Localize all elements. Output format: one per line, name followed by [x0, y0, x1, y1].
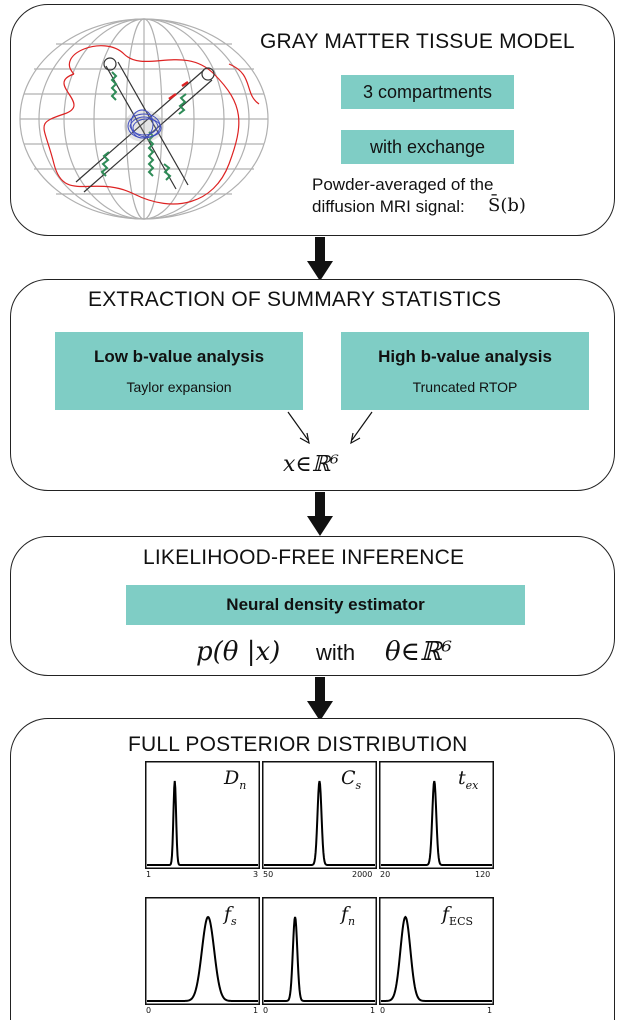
high-b-box: High b-value analysis Truncated RTOP [341, 332, 589, 410]
panel-posterior-title: FULL POSTERIOR DISTRIBUTION [128, 733, 468, 756]
estimator-label: Neural density estimator [226, 595, 425, 614]
plot-frame [262, 761, 377, 869]
low-b-title: Low b-value analysis [93, 347, 265, 366]
axis-max-label: 120 [475, 870, 491, 879]
posterior-plot-label: fECS [442, 903, 474, 928]
plot-frame [379, 897, 494, 1005]
posterior-plot-label: Cs [341, 767, 362, 792]
arrow-2 [307, 492, 333, 536]
posterior-plot-label: fs [224, 903, 237, 928]
posterior-plot-d-n [145, 761, 260, 869]
low-b-sub: Taylor expansion [126, 379, 232, 395]
inference-formula-left: p(θ |x) [196, 637, 281, 667]
plot-frame [145, 761, 260, 869]
panel-summary-statistics-title: EXTRACTION OF SUMMARY STATISTICS [88, 288, 502, 311]
arrow-3 [307, 677, 333, 721]
posterior-curve [264, 780, 375, 866]
panel-inference-title: LIKELIHOOD-FREE INFERENCE [143, 546, 465, 569]
converging-arrows [287, 411, 373, 445]
sphere-illustration [19, 18, 269, 220]
posterior-plot-label: fn [341, 903, 356, 928]
posterior-plot-f-s [145, 897, 260, 1005]
panel-tissue-model-title: GRAY MATTER TISSUE MODEL [260, 30, 575, 53]
posterior-curve [147, 915, 258, 1002]
axis-max-label: 1 [487, 1006, 493, 1015]
signal-symbol: S̄(b) [488, 195, 526, 216]
panel-posterior [10, 718, 615, 1020]
arrow-1 [307, 237, 333, 281]
signal-caption-line1: Powder-averaged of the [312, 175, 494, 194]
posterior-plot-f-n [262, 897, 377, 1005]
panel-tissue-model [10, 4, 615, 236]
posterior-plot-c-s [262, 761, 377, 869]
posterior-curve [147, 780, 258, 866]
plot-frame [145, 897, 260, 1005]
plot-frame [262, 897, 377, 1005]
posterior-curve [381, 780, 492, 866]
exchange-label: with exchange [369, 136, 486, 157]
posterior-curve [264, 916, 375, 1002]
signal-caption-line2: diffusion MRI signal: [312, 197, 465, 216]
plot-frame [379, 761, 494, 869]
estimator-box: Neural density estimator [126, 585, 525, 625]
exchange-box: with exchange [341, 130, 514, 164]
inference-formula-with: with [316, 640, 356, 665]
posterior-curve [381, 915, 492, 1002]
axis-min-label: 0 [146, 1006, 152, 1015]
summary-formula: x∈ℝ⁶ [283, 452, 339, 477]
axis-max-label: 1 [370, 1006, 376, 1015]
posterior-plot-label: tex [458, 767, 479, 792]
high-b-title: High b-value analysis [378, 347, 552, 366]
low-b-box: Low b-value analysis Taylor expansion [55, 332, 303, 410]
axis-min-label: 1 [146, 870, 152, 879]
axis-min-label: 0 [263, 1006, 269, 1015]
posterior-plot-label: Dn [224, 767, 247, 792]
inference-formula-right: θ∈ℝ⁶ [385, 637, 452, 667]
axis-min-label: 50 [263, 870, 274, 879]
axis-max-label: 2000 [352, 870, 373, 879]
compartments-box: 3 compartments [341, 75, 514, 109]
axis-max-label: 3 [253, 870, 259, 879]
axis-max-label: 1 [253, 1006, 259, 1015]
posterior-plot-f-ecs [379, 897, 494, 1005]
posterior-plot-t-ex [379, 761, 494, 869]
axis-min-label: 0 [380, 1006, 386, 1015]
axis-min-label: 20 [380, 870, 391, 879]
compartments-label: 3 compartments [362, 81, 493, 102]
high-b-sub: Truncated RTOP [412, 379, 518, 395]
